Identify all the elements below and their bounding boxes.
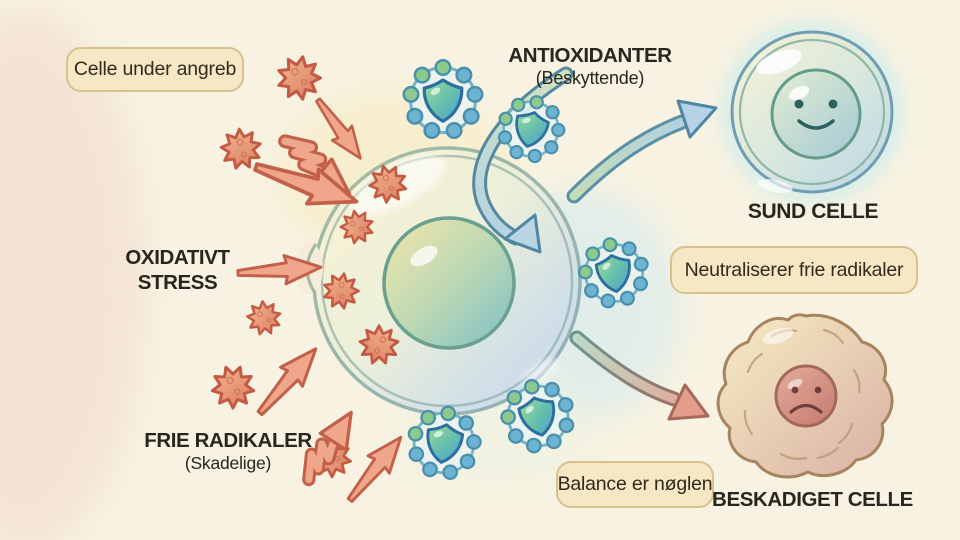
antioxidants-heading: ANTIOXIDANTER (Beskyttende) — [470, 43, 710, 90]
damaged-cell-icon — [716, 313, 894, 479]
smiley-face-icon — [794, 99, 838, 130]
attack-arrow-icon — [337, 427, 413, 511]
healthy-cell-icon — [730, 30, 894, 194]
healthy-cell-label: SUND CELLE — [747, 200, 879, 223]
attack-arrow-icon — [247, 337, 329, 425]
neutralizes-badge: Neutraliserer frie radikaler — [670, 246, 918, 294]
cell-nucleus — [382, 216, 516, 350]
antioxidants-subtitle: (Beskyttende) — [535, 68, 645, 88]
free-radicals-title: FRIE RADIKALER — [144, 429, 312, 452]
free-radical-icon — [277, 55, 322, 101]
free-radicals-heading: FRIE RADIKALER (Skadelige) — [128, 428, 328, 474]
free-radical-icon — [208, 361, 259, 413]
antioxidants-title: ANTIOXIDANTER — [508, 44, 672, 67]
healthy-outcome-arrow-icon — [566, 99, 718, 204]
wrinkle-lines — [743, 328, 861, 460]
oxidative-stress-heading: OXIDATIVT STRESS — [100, 245, 255, 295]
damage-outcome-arrow-icon — [569, 330, 710, 421]
oxidative-stress-line2: STRESS — [137, 271, 218, 294]
damaged-cell-label: BESKADIGET CELLE — [712, 488, 913, 511]
cell-under-attack-badge: Celle under angreb — [66, 47, 244, 92]
oxidative-stress-line1: OXIDATIVT — [125, 246, 230, 269]
free-radical-icon — [243, 296, 286, 340]
balance-badge: Balance er nøglen — [556, 461, 714, 508]
sad-face-icon — [789, 386, 823, 414]
free-radicals-subtitle: (Skadelige) — [184, 453, 272, 473]
